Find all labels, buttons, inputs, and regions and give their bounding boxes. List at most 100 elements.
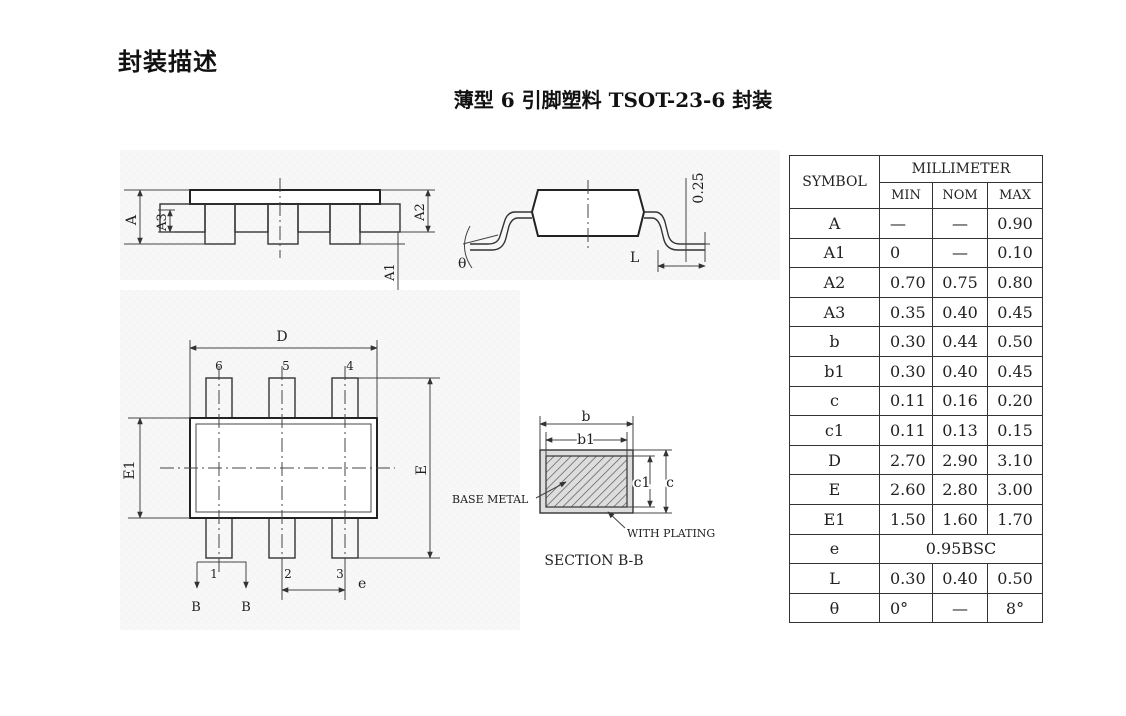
cell-nom: 1.60 [932, 503, 988, 535]
cell-bsc: 0.95BSC [879, 533, 1043, 565]
dimension-table: SYMBOL MILLIMETER MIN NOM MAX A——0.90 A1… [789, 155, 1043, 624]
header-nom: NOM [932, 182, 988, 209]
end-view: 0.25 θ L [458, 172, 710, 272]
label-A2: A2 [413, 203, 428, 222]
cell-min: 0.11 [879, 385, 933, 417]
label-e: e [358, 576, 366, 592]
cell-max: 0.45 [987, 355, 1043, 387]
section-base-metal [545, 455, 628, 508]
cell-symbol: L [789, 563, 880, 594]
end-view-lead-left [470, 211, 532, 245]
cell-min: 0° [879, 592, 933, 624]
label-lead-thickness: 0.25 [691, 172, 707, 203]
cell-symbol: A3 [789, 296, 880, 328]
cell-nom: 0.40 [932, 563, 988, 594]
side-view-body-mid2 [297, 203, 331, 233]
cell-symbol: E1 [789, 503, 880, 535]
section-mark-right: B [241, 600, 251, 615]
package-title: 薄型 6 引脚塑料 TSOT-23-6 封装 [453, 88, 773, 112]
side-view-body-mid1 [234, 203, 269, 233]
label-A3: A3 [155, 213, 170, 232]
pin-label-5: 5 [282, 359, 290, 373]
cell-min: — [879, 208, 933, 239]
cell-symbol: E [789, 474, 880, 505]
cell-min: 0.30 [879, 355, 933, 387]
cell-max: 3.10 [987, 444, 1043, 476]
scan-background-top [120, 150, 780, 280]
label-base-metal: BASE METAL [452, 493, 529, 506]
cell-max: 0.90 [987, 208, 1043, 239]
cell-nom: — [932, 208, 988, 239]
cell-min: 0.11 [879, 415, 933, 446]
cell-min: 2.70 [879, 444, 933, 476]
cell-symbol: θ [789, 592, 880, 624]
cell-symbol: e [789, 533, 880, 565]
cell-nom: — [932, 592, 988, 624]
cell-symbol: A1 [789, 237, 880, 269]
label-theta: θ [458, 256, 466, 272]
cell-symbol: c1 [789, 415, 880, 446]
cell-nom: 0.44 [932, 326, 988, 357]
label-c1: c1 [634, 475, 651, 491]
cell-symbol: c [789, 385, 880, 417]
label-b: b [582, 409, 591, 425]
section-mark-left: B [191, 600, 201, 615]
label-E1: E1 [122, 460, 138, 479]
cell-min: 0.30 [879, 326, 933, 357]
header-symbol: SYMBOL [789, 155, 880, 209]
header-max: MAX [987, 182, 1043, 209]
cell-max: 0.15 [987, 415, 1043, 446]
cell-min: 0.70 [879, 267, 933, 298]
cell-min: 0.30 [879, 563, 933, 594]
cell-nom: 2.90 [932, 444, 988, 476]
section-caption: SECTION B-B [544, 553, 643, 569]
header-min: MIN [879, 182, 933, 209]
side-view-body-right [359, 203, 401, 233]
end-view-lead-right [644, 211, 705, 245]
cell-min: 1.50 [879, 503, 933, 535]
cell-max: 0.80 [987, 267, 1043, 298]
label-c: c [666, 475, 674, 491]
section-heading: 封装描述 [118, 48, 218, 76]
side-view: A A3 A2 A1 [124, 178, 435, 290]
cell-max: 1.70 [987, 503, 1043, 535]
cell-max: 0.50 [987, 563, 1043, 594]
label-D: D [276, 329, 287, 345]
pin-label-4: 4 [346, 359, 354, 373]
label-with-plating: WITH PLATING [627, 527, 715, 540]
cell-nom: 0.40 [932, 296, 988, 328]
label-A1: A1 [383, 263, 398, 282]
header-unit: MILLIMETER [879, 155, 1043, 183]
label-E: E [414, 465, 430, 475]
cell-symbol: b1 [789, 355, 880, 387]
cell-nom: 2.80 [932, 474, 988, 505]
label-b1: b1 [577, 432, 595, 448]
cell-max: 0.50 [987, 326, 1043, 357]
cell-max: 0.10 [987, 237, 1043, 269]
cell-nom: — [932, 237, 988, 269]
cell-max: 8° [987, 592, 1043, 624]
cell-min: 2.60 [879, 474, 933, 505]
cell-max: 3.00 [987, 474, 1043, 505]
cell-nom: 0.16 [932, 385, 988, 417]
cell-min: 0 [879, 237, 933, 269]
cell-nom: 0.13 [932, 415, 988, 446]
top-view: D E1 E e B B 6 5 4 1 2 3 [122, 329, 440, 615]
side-view-body-top [189, 189, 381, 205]
cell-min: 0.35 [879, 296, 933, 328]
pin-label-1: 1 [210, 567, 218, 581]
label-A: A [124, 214, 140, 226]
package-drawing: A A3 A2 A1 0.25 θ L [120, 150, 780, 630]
side-view-body-left [159, 203, 206, 233]
cell-symbol: D [789, 444, 880, 476]
